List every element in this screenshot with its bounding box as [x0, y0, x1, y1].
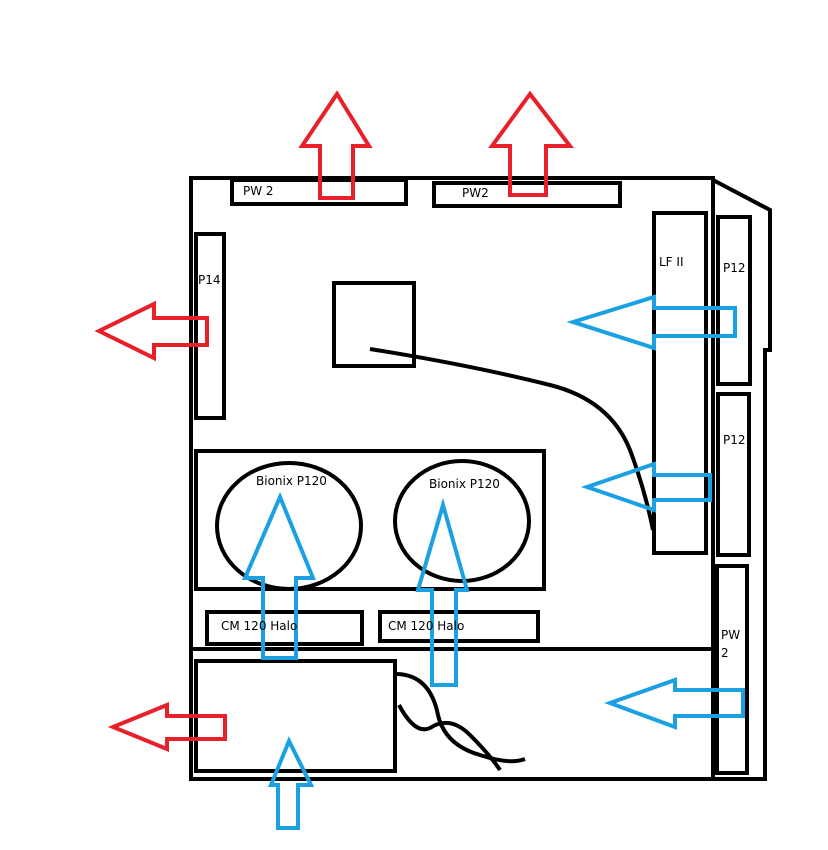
rear-fan-label: P14	[198, 273, 221, 287]
front-fan-middle-label: P12	[723, 433, 746, 447]
bottom-fan-right	[378, 610, 540, 643]
gpu	[194, 449, 546, 591]
intake-arrow-front-top	[566, 294, 737, 351]
intake-arrow-psu	[268, 736, 315, 830]
intake-arrow-gpu-left	[241, 491, 316, 660]
exhaust-arrow-psu	[107, 702, 227, 752]
bottom-fan-left	[205, 610, 364, 646]
bottom-fan-left-label: CM 120 Halo	[221, 619, 297, 633]
gpu-fan-right-ring	[393, 459, 531, 583]
rear-fan	[194, 232, 226, 420]
top-fan-right	[432, 181, 622, 208]
top-fan-left-label: PW 2	[243, 184, 274, 198]
case-body	[189, 176, 715, 781]
cpu-block	[332, 281, 416, 368]
intake-arrow-gpu-right	[415, 497, 470, 687]
front-fan-bottom-label-line2: 2	[721, 646, 729, 660]
gpu-fan-left-label: Bionix P120	[256, 474, 327, 488]
intake-arrow-front-bottom	[604, 677, 745, 730]
front-radiator-label: LF II	[659, 255, 683, 269]
top-fan-right-label: PW2	[462, 186, 489, 200]
front-fan-bottom-label-line1: PW	[721, 628, 740, 642]
intake-arrow-front-middle	[580, 461, 712, 513]
gpu-fan-right-label: Bionix P120	[429, 477, 500, 491]
exhaust-arrow-rear	[94, 300, 209, 362]
case-outline	[189, 176, 772, 781]
bottom-fan-right-label: CM 120 Halo	[388, 619, 464, 633]
front-fan-middle	[716, 392, 751, 557]
psu-cable-2	[397, 704, 502, 772]
psu-cable-1	[396, 672, 526, 764]
front-fan-bottom	[715, 564, 749, 775]
exhaust-arrow-top-right	[488, 90, 575, 197]
front-radiator	[652, 211, 708, 555]
exhaust-arrow-top-left	[298, 90, 373, 200]
front-fan-top-label: P12	[723, 261, 746, 275]
case-front-panel	[712, 178, 772, 781]
front-fan-top	[716, 215, 752, 386]
radiator-tube	[369, 347, 655, 531]
gpu-fan-left-ring	[215, 461, 363, 591]
